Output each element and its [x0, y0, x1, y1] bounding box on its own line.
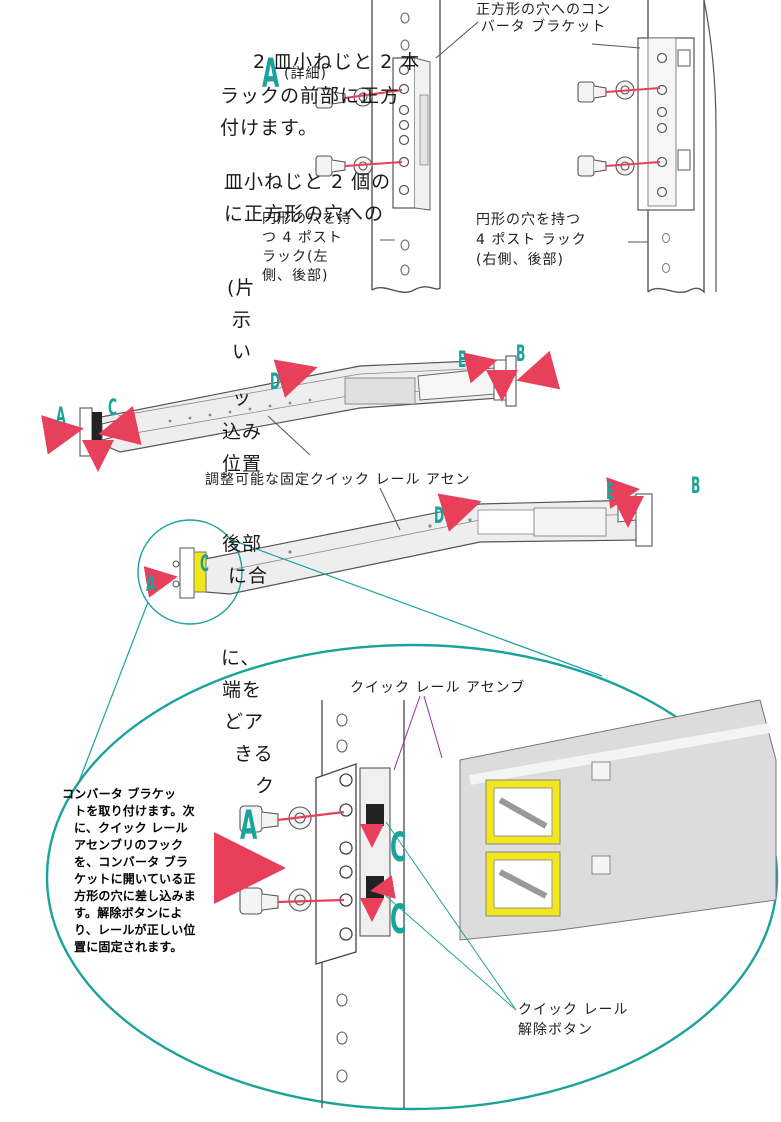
marker-a-detail: A: [262, 51, 280, 97]
zoom-assembly-label: クイック レール アセンブ: [350, 680, 526, 696]
side-text-line: 2 皿小ねじと 2 本: [253, 51, 421, 73]
marker-c-lower: C: [200, 552, 210, 577]
marker-e-upper: E: [458, 348, 467, 373]
rail-assembly-label: 調整可能な固定クイック レール アセン: [205, 472, 471, 488]
detail-a-screws: [315, 87, 403, 177]
marker-c-zoom-top: C: [390, 825, 407, 871]
marker-b-upper: B: [516, 342, 526, 367]
side-text-line: に合: [228, 565, 269, 587]
right-rack-post: [637, 0, 717, 294]
zoom-instructions: コンバータ ブラケッ トを取り付けます。次 に、クイック レール アセンブリのフ…: [62, 787, 197, 954]
side-text-line: に正方形の穴への: [224, 203, 385, 225]
side-text-line: ラックの前部に正方: [220, 85, 401, 107]
lower-rail-bracket: [172, 547, 207, 599]
upper-rail-arrows: [41, 350, 561, 472]
assembly-callout-line: [267, 415, 311, 456]
side-text-line: どア: [224, 711, 265, 733]
side-text-line: 込み: [222, 421, 263, 443]
side-text-line: 後部: [222, 533, 263, 555]
zoom-callout-lines: [385, 695, 517, 1011]
side-text-line: きる: [234, 743, 274, 765]
zoom-source-circle: [137, 519, 243, 625]
side-text-line: 付けます。: [220, 117, 319, 139]
side-text-line: ク: [255, 775, 276, 797]
side-text-line: 位置: [222, 453, 263, 475]
bracket-label: 正方形の穴へのコン バータ ブラケット: [476, 2, 611, 35]
lower-rail-arrows: [143, 477, 644, 598]
side-text-line: ッ: [232, 387, 253, 409]
marker-c-zoom-bottom: C: [390, 897, 407, 943]
right-rack-label: 円形の穴を持つ 4 ポスト ラック (右側、後部): [476, 212, 587, 268]
release-button-label: クイック レール 解除ボタン: [518, 1002, 629, 1038]
right-detail-screws: [577, 80, 661, 177]
left-rack-post: [371, 0, 441, 293]
zoom-rail-detail: [459, 699, 777, 941]
side-text-line: 示: [232, 309, 253, 331]
marker-c-upper: C: [108, 396, 118, 421]
marker-a-lower: A: [146, 572, 156, 597]
marker-e-lower: E: [606, 480, 615, 505]
zoom-arrows: [214, 824, 396, 922]
marker-b-lower: B: [691, 474, 701, 499]
bracket-callout-line: [435, 21, 479, 59]
marker-d-upper: D: [270, 370, 281, 395]
marker-d-lower: D: [434, 504, 445, 529]
lower-rail: [199, 493, 653, 595]
detail-label: (詳細): [284, 66, 327, 82]
side-text-line: (片: [227, 277, 256, 299]
side-text-line: 皿小ねじと 2 個の: [224, 171, 392, 193]
marker-a-zoom: A: [240, 803, 258, 849]
left-rack-label: 円形の穴を持 つ 4 ポスト ラック(左 側、後部): [262, 211, 352, 284]
marker-a-upper: A: [56, 404, 66, 429]
side-text-line: 端を: [222, 679, 263, 701]
side-text-line: い: [232, 341, 253, 363]
side-text-line: に、: [221, 647, 261, 669]
